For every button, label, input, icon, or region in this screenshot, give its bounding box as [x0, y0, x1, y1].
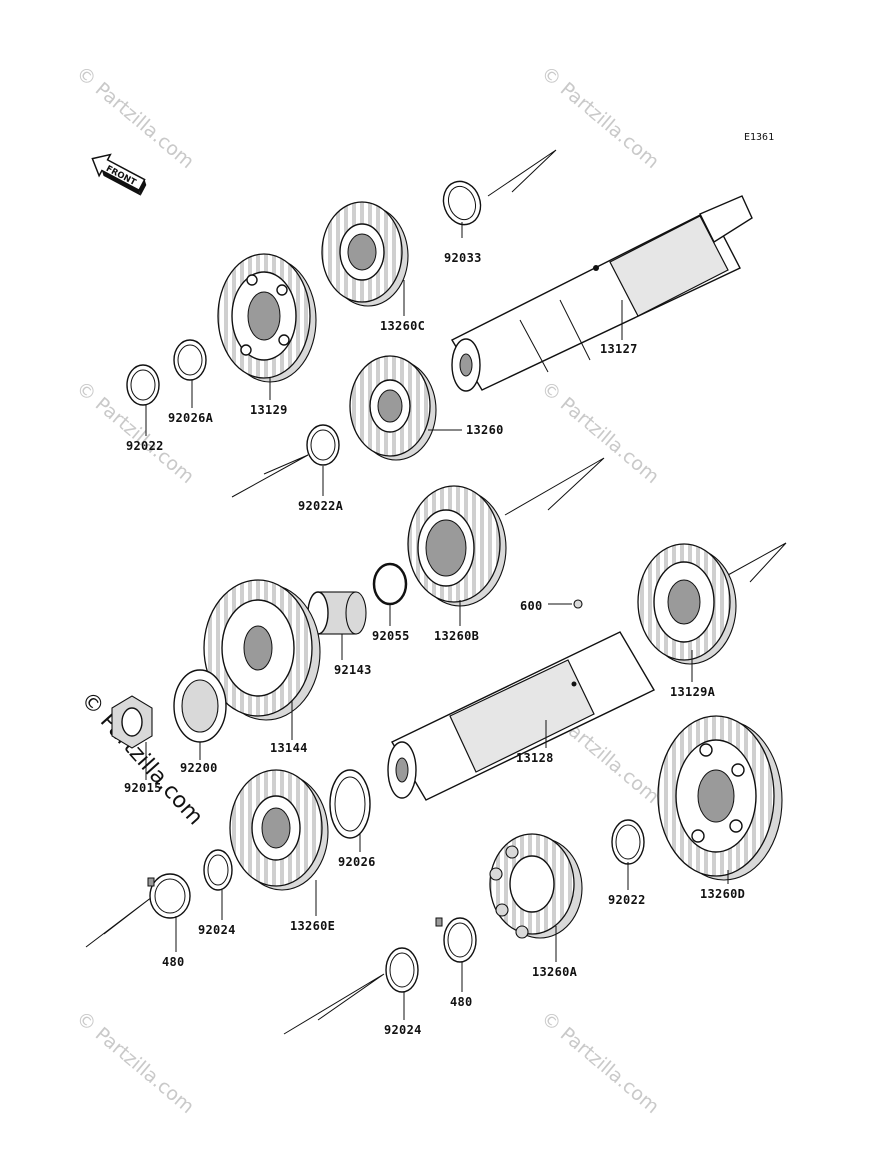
- label-13260E: 13260E: [290, 919, 335, 933]
- label-92143: 92143: [334, 663, 372, 677]
- part-92015[interactable]: [111, 695, 153, 749]
- label-13260D: 13260D: [700, 887, 745, 901]
- label-92024-left: 92024: [198, 923, 236, 937]
- label-92022-right: 92022: [608, 893, 646, 907]
- part-92024b[interactable]: [385, 947, 419, 993]
- diagram-code: E1361: [744, 132, 774, 143]
- part-92026A[interactable]: [173, 339, 207, 381]
- part-13144[interactable]: [203, 579, 321, 721]
- label-92055: 92055: [372, 629, 410, 643]
- label-92200: 92200: [180, 761, 218, 775]
- watermark: © Partzilla.com: [537, 1007, 663, 1118]
- part-92200[interactable]: [173, 669, 227, 743]
- label-13144: 13144: [270, 741, 308, 755]
- watermark: © Partzilla.com: [72, 62, 198, 173]
- direction-lines: [85, 149, 787, 1035]
- part-13260C[interactable]: [321, 201, 409, 307]
- watermark: © Partzilla.com: [537, 377, 663, 488]
- label-600: 600: [520, 599, 543, 613]
- label-13260C: 13260C: [380, 319, 425, 333]
- label-13128: 13128: [516, 751, 554, 765]
- part-92022[interactable]: [126, 364, 160, 406]
- part-labels: 92033 13260C 13127 13129 92026A 92022 13…: [124, 251, 745, 1037]
- part-92022b[interactable]: [611, 819, 645, 865]
- part-13260A[interactable]: [489, 833, 583, 939]
- part-92026[interactable]: [329, 769, 371, 839]
- leader-lines: [145, 222, 729, 1020]
- label-13260: 13260: [466, 423, 504, 437]
- part-480[interactable]: [147, 873, 191, 919]
- part-92022A[interactable]: [306, 424, 340, 466]
- label-13129A: 13129A: [670, 685, 716, 699]
- label-13127: 13127: [600, 342, 638, 356]
- part-480b[interactable]: [435, 917, 477, 963]
- label-13129: 13129: [250, 403, 288, 417]
- part-13260[interactable]: [349, 355, 437, 461]
- part-13129[interactable]: [217, 253, 317, 383]
- part-13129A[interactable]: [637, 543, 737, 665]
- label-92022: 92022: [126, 439, 164, 453]
- part-92024[interactable]: [203, 849, 233, 891]
- part-13127[interactable]: [451, 195, 753, 392]
- label-92024-bottom: 92024: [384, 1023, 422, 1037]
- front-arrow-icon: FRONT: [91, 153, 147, 196]
- label-13260B: 13260B: [434, 629, 479, 643]
- label-480-right: 480: [450, 995, 473, 1009]
- label-92026A: 92026A: [168, 411, 214, 425]
- part-13128[interactable]: [387, 631, 655, 801]
- part-92055[interactable]: [372, 562, 408, 606]
- label-92022A: 92022A: [298, 499, 344, 513]
- watermark: © Partzilla.com: [72, 1007, 198, 1118]
- part-13260B[interactable]: [407, 485, 507, 607]
- label-92015: 92015: [124, 781, 162, 795]
- part-92033[interactable]: [438, 176, 487, 230]
- label-92026: 92026: [338, 855, 376, 869]
- label-92033: 92033: [444, 251, 482, 265]
- part-13260E[interactable]: [229, 769, 329, 891]
- label-480-left: 480: [162, 955, 185, 969]
- label-13260A: 13260A: [532, 965, 578, 979]
- part-600[interactable]: [573, 599, 583, 609]
- part-13260D[interactable]: [657, 715, 783, 881]
- watermark: © Partzilla.com: [537, 62, 663, 173]
